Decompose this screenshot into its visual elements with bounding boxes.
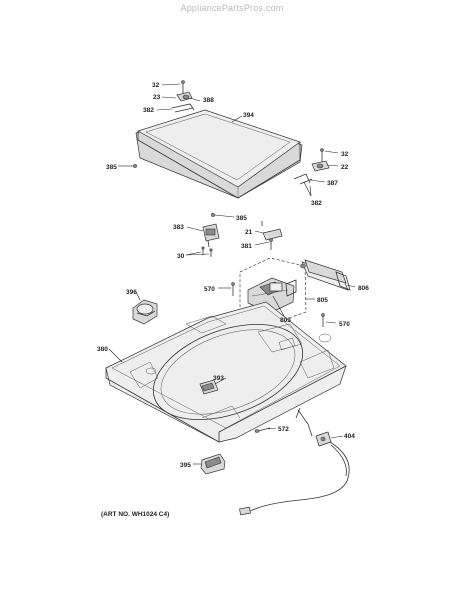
callout-23: 23 — [153, 94, 161, 101]
callout-382-left: 382 — [143, 107, 154, 114]
left-hinge-hardware — [171, 80, 195, 113]
callout-388: 388 — [203, 97, 214, 104]
wire-harness — [239, 407, 350, 516]
callout-21: 21 — [245, 229, 253, 236]
right-hinge-hardware — [293, 148, 330, 185]
lid-bumper-left — [133, 164, 137, 168]
callout-labels: 32 23 388 382 394 385 32 22 387 382 385 … — [97, 82, 369, 469]
dispenser-cover — [300, 259, 351, 291]
callout-805: 805 — [317, 297, 328, 304]
callout-572: 572 — [278, 426, 289, 433]
callout-381: 381 — [241, 243, 252, 250]
callout-385-left: 385 — [106, 164, 117, 171]
callout-382-right: 382 — [311, 200, 322, 207]
lid-bumper-bottom — [211, 213, 215, 217]
callout-393: 393 — [213, 375, 224, 382]
callout-32-top: 32 — [152, 82, 160, 89]
callout-380: 380 — [97, 346, 108, 353]
art-number: (ART NO. WH1024 C4) — [101, 511, 170, 518]
watermark: AppliancePartsPros.com — [180, 3, 284, 13]
top-cover-part — [105, 301, 347, 443]
screw-570-right — [321, 313, 325, 327]
callout-803: 803 — [280, 317, 291, 324]
pin-hardware — [261, 221, 283, 250]
cap-part — [132, 299, 158, 325]
callout-383: 383 — [173, 224, 184, 231]
callout-22: 22 — [341, 164, 349, 171]
wire-tie-572 — [254, 427, 271, 433]
callout-570-left: 570 — [204, 286, 215, 293]
callout-32-right: 32 — [341, 151, 349, 158]
lid-part — [135, 109, 303, 199]
callout-396: 396 — [126, 289, 137, 296]
callout-570-right: 570 — [339, 321, 350, 328]
callout-395: 395 — [180, 462, 191, 469]
callout-806: 806 — [358, 285, 369, 292]
bumper-393 — [199, 379, 219, 395]
callout-385-bottom: 385 — [236, 215, 247, 222]
callout-404: 404 — [344, 433, 355, 440]
part-395 — [200, 453, 226, 475]
screw-570-left — [231, 282, 235, 296]
leader-lines — [108, 83, 356, 465]
callout-387: 387 — [327, 180, 338, 187]
callout-394: 394 — [243, 112, 254, 119]
lid-switch-part — [201, 223, 220, 257]
callout-30: 30 — [177, 253, 185, 260]
